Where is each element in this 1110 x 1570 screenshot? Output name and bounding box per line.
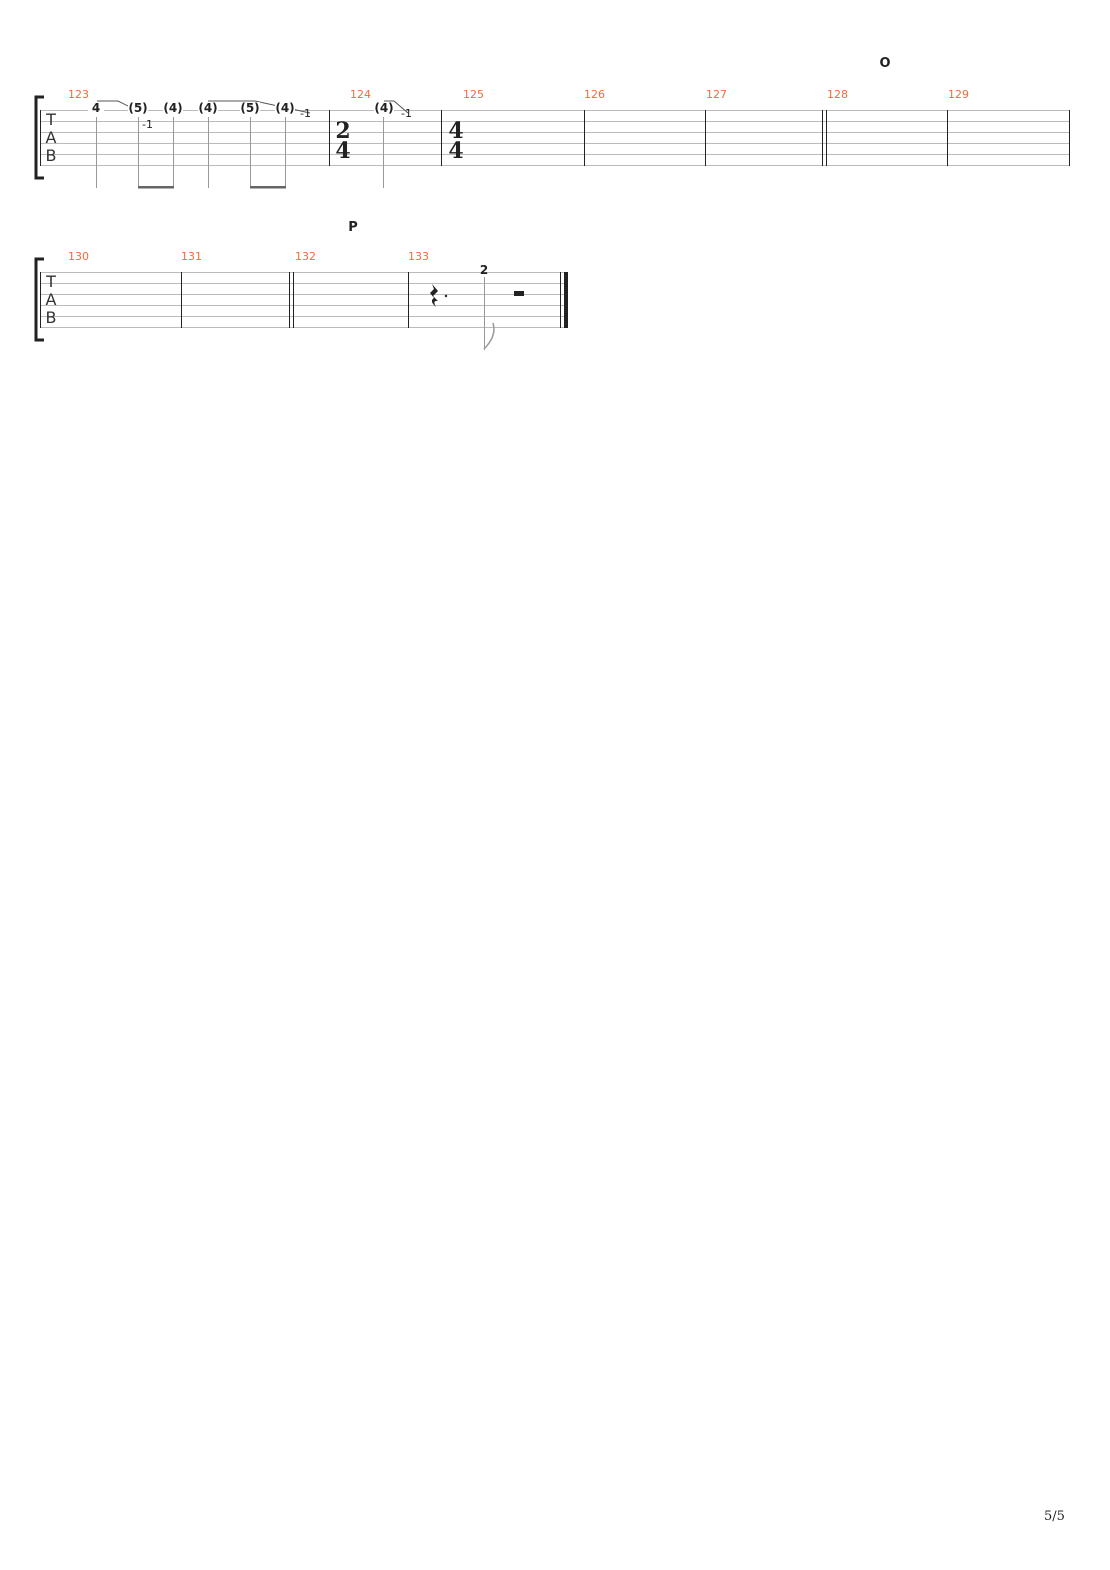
measure-number: 129 (948, 88, 969, 101)
tab-label-t: T (45, 272, 56, 291)
final-barline (564, 272, 568, 328)
measure-number: 124 (350, 88, 371, 101)
measure-number: 127 (706, 88, 727, 101)
measure-number: 131 (181, 250, 202, 263)
bend-label: -1 (300, 107, 311, 120)
time-signature-top: 4 (448, 118, 463, 144)
section-marker: P (348, 220, 358, 235)
fret-note: (5) (240, 101, 259, 115)
flag-icon (483, 322, 495, 350)
time-signature-bottom: 4 (335, 138, 350, 164)
system-bracket (34, 95, 44, 180)
dot-icon (444, 294, 448, 298)
measure-number: 123 (68, 88, 89, 101)
staff-lines (40, 272, 566, 328)
tab-label-a: A (46, 128, 57, 147)
tab-label-b: B (46, 146, 57, 165)
page-number: 5/5 (1044, 1509, 1065, 1524)
staff-lines (40, 110, 1070, 166)
measure-number: 133 (408, 250, 429, 263)
fret-note: (5) (128, 101, 147, 115)
tab-label-b: B (46, 308, 57, 327)
time-signature-top: 2 (335, 118, 350, 144)
stems (96, 117, 384, 188)
system-1: O T A B 123 124 125 126 127 128 129 2 4 … (34, 56, 1070, 189)
tab-label-t: T (45, 110, 56, 129)
measure-number: 132 (295, 250, 316, 263)
bend-label: -1 (401, 107, 412, 120)
time-signature-bottom: 4 (448, 138, 463, 164)
measure-number: 125 (463, 88, 484, 101)
beam (138, 186, 174, 189)
fret-note: 4 (92, 101, 100, 115)
system-bracket (34, 257, 44, 342)
barlines (40, 272, 561, 328)
notes: 4 (5) (4) (4) (5) (4) (4) (88, 101, 394, 115)
measure-number: 126 (584, 88, 605, 101)
beam (250, 186, 286, 189)
half-rest-icon (514, 291, 524, 296)
section-marker: O (879, 56, 890, 71)
fret-note: (4) (198, 101, 217, 115)
quarter-rest-icon (430, 284, 438, 307)
fret-note: (4) (275, 101, 294, 115)
tab-label-a: A (46, 290, 57, 309)
fret-note: (4) (163, 101, 182, 115)
system-2: P T A B 130 131 132 133 2 (34, 220, 568, 350)
measure-number: 130 (68, 250, 89, 263)
fret-note: (4) (374, 101, 393, 115)
fret-note: 2 (480, 263, 488, 277)
measure-number: 128 (827, 88, 848, 101)
bend-label: -1 (142, 118, 153, 131)
barlines (40, 110, 1070, 166)
